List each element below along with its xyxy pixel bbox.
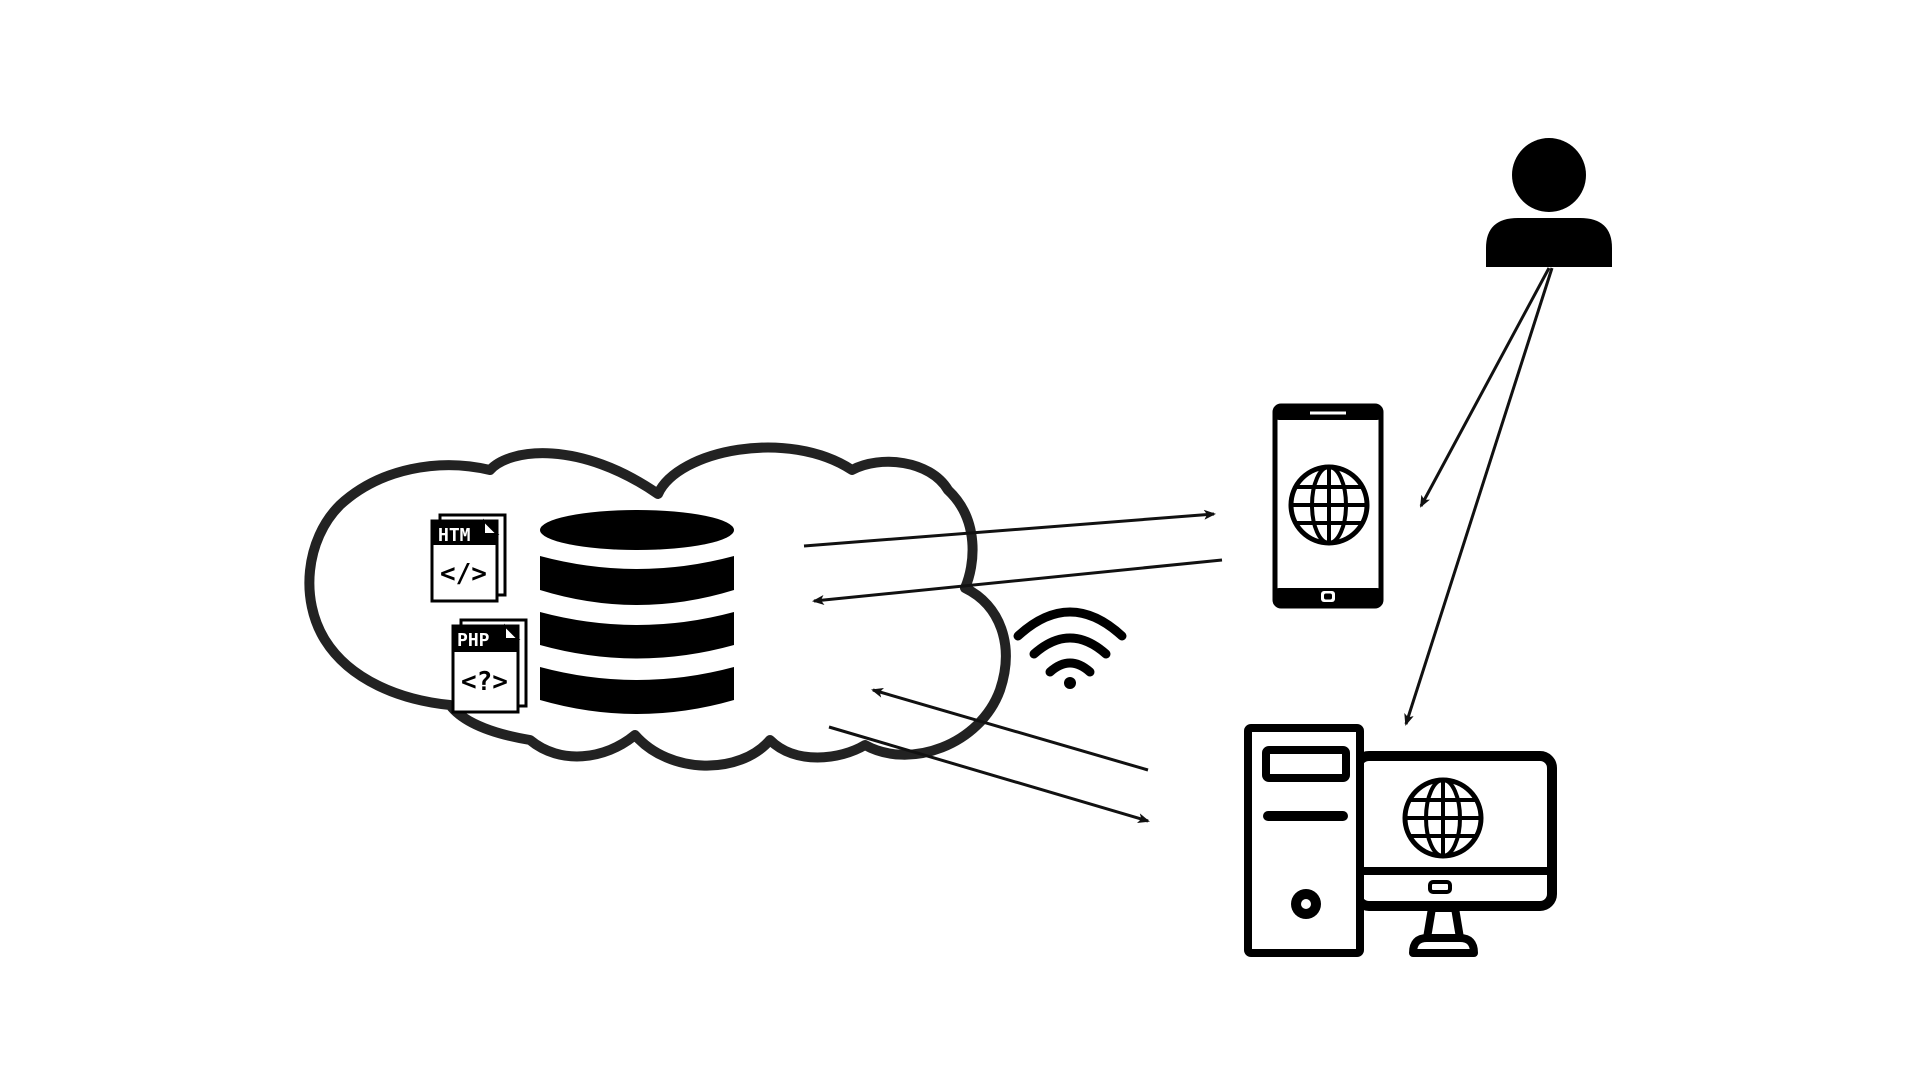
user-icon — [1486, 138, 1612, 267]
wifi-icon — [1013, 607, 1127, 689]
arrow-user-to-phone — [1419, 267, 1551, 508]
html-file-tag: HTM — [438, 525, 471, 546]
arrow-phone-to-server — [812, 558, 1223, 605]
globe-icon — [1405, 780, 1481, 856]
arrow-server-to-desktop — [828, 725, 1150, 823]
arrow-user-to-desktop — [1404, 267, 1554, 726]
php-file-tag: PHP — [457, 630, 490, 651]
php-file-glyph: <?> — [461, 667, 508, 697]
php-file-icon: PHP <?> — [451, 618, 528, 714]
smartphone-icon — [1272, 403, 1384, 609]
arrow-desktop-to-server — [871, 687, 1149, 772]
desktop-computer-icon — [1244, 724, 1557, 957]
arrow-server-to-phone — [803, 509, 1216, 548]
server-cloud: HTM </> PHP <?> — [304, 442, 1011, 771]
connections — [803, 267, 1554, 823]
cloud-icon — [304, 442, 1011, 771]
html-file-icon: HTM </> — [430, 513, 507, 603]
globe-icon — [1291, 467, 1367, 543]
html-file-glyph: </> — [440, 559, 487, 589]
database-icon — [540, 510, 734, 714]
